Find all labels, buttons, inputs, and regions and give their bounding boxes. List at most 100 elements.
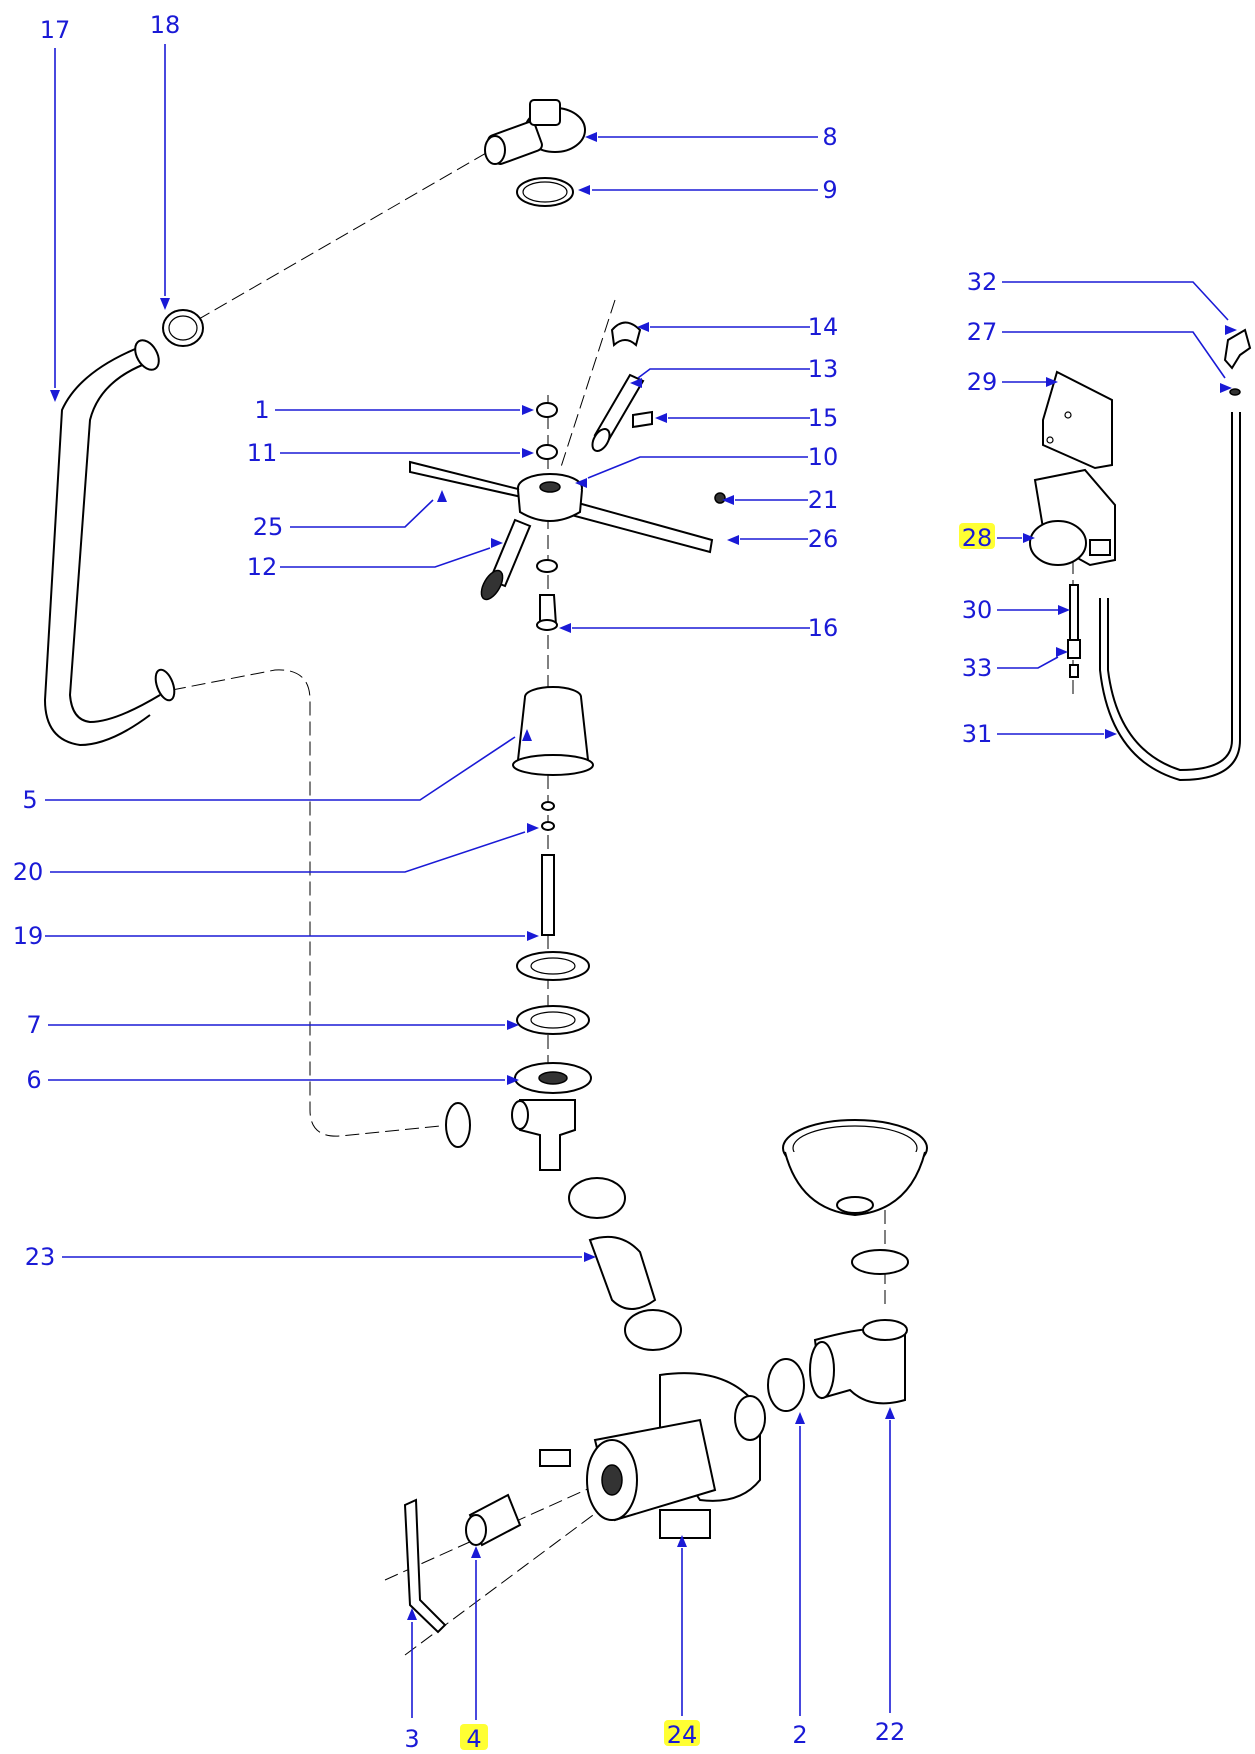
callout-label-10: 10 [808,443,839,471]
spray-arm-assembly [409,460,714,554]
leader-arrow-32 [1225,325,1237,335]
leader-arrow-23 [584,1252,596,1262]
callout-4-highlight [460,1724,488,1750]
callout-label-15: 15 [808,404,839,432]
part-15-clip [632,410,653,429]
leader-arrow-16 [559,623,571,633]
leader-arrow-17 [50,390,60,402]
callout-23: 23 [25,1243,596,1271]
callout-14: 14 [637,313,838,341]
callout-21: 21 [722,486,838,514]
leader-line-12 [280,547,491,568]
callout-label-23: 23 [25,1243,56,1271]
callout-label-31: 31 [962,720,993,748]
callout-label-18: 18 [150,11,181,39]
callout-label-22: 22 [875,1718,906,1746]
leader-arrow-22 [885,1407,895,1419]
leader-arrow-14 [637,322,649,332]
part-29-bracket [1042,370,1113,470]
leader-arrow-5 [522,729,532,741]
callout-label-14: 14 [808,313,839,341]
leader-arrow-9 [578,185,590,195]
callout-19: 19 [13,922,539,950]
part-14-clip [610,321,642,348]
callout-11: 11 [247,439,534,467]
part-3-bracket [403,1498,447,1634]
leader-arrow-18 [160,298,170,310]
sump-clamp [851,1249,909,1275]
leader-arrow-7 [507,1020,519,1030]
callout-label-9: 9 [822,176,837,204]
callout-13: 13 [630,355,838,388]
callout-24: 24 [667,1535,698,1749]
callout-label-28: 28 [962,524,993,552]
callout-28: 28 [962,524,1035,552]
parts-drawing [43,99,1252,1656]
leader-arrow-30 [1058,605,1070,615]
leader-arrow-27 [1220,383,1232,393]
callout-label-16: 16 [808,614,839,642]
leader-line-13 [637,368,810,379]
leader-arrow-10 [575,478,587,488]
callout-label-5: 5 [22,786,37,814]
part-20-washer [541,821,555,831]
callout-label-6: 6 [26,1066,41,1094]
callout-label-26: 26 [808,525,839,553]
part-13-nozzle [591,373,645,452]
part-21-screw [714,492,726,504]
part-8-valve [484,99,586,165]
callout-27: 27 [967,318,1232,393]
leader-arrow-20 [527,823,539,833]
callout-label-11: 11 [247,439,278,467]
leader-line-5 [45,736,516,801]
callout-25: 25 [253,490,447,541]
callout-20: 20 [13,823,539,886]
tee-connector [445,1099,576,1171]
part-12-nozzle [480,518,532,601]
part-33-nut [1067,639,1081,659]
leader-arrow-19 [527,931,539,941]
callout-26: 26 [727,525,838,553]
leader-arrow-1 [522,405,534,415]
callout-33: 33 [962,647,1068,682]
callout-label-29: 29 [967,368,998,396]
callout-2: 2 [792,1412,808,1749]
callout-label-20: 20 [13,858,44,886]
callout-9: 9 [578,176,838,204]
callout-12: 12 [247,538,503,581]
callout-7: 7 [26,1011,519,1039]
callout-label-30: 30 [962,596,993,624]
callout-label-12: 12 [247,553,278,581]
leader-line-10 [587,456,808,479]
leader-arrow-3 [407,1608,417,1620]
leader-line-33 [997,656,1059,669]
callout-15: 15 [655,404,838,432]
leader-arrow-25 [437,490,447,502]
callout-16: 16 [559,614,838,642]
callout-label-27: 27 [967,318,998,346]
part-28-valve [1029,468,1116,567]
callout-label-1: 1 [254,396,269,424]
leader-arrow-33 [1056,647,1068,657]
clamp-upper [568,1177,626,1219]
part-4-capacitor [465,1493,522,1547]
callout-30: 30 [962,596,1070,624]
callout-label-32: 32 [967,268,998,296]
leader-line-27 [1002,331,1226,379]
leader-arrow-2 [795,1412,805,1424]
part-31-tube [1099,412,1241,782]
callout-label-24: 24 [667,1721,698,1749]
leader-line-20 [50,831,526,873]
callout-1: 1 [254,396,534,424]
part-32-fitting [1223,328,1252,370]
leader-arrow-26 [727,535,739,545]
part-17-hose [43,339,176,747]
callout-6: 6 [26,1066,519,1094]
callout-5: 5 [22,729,532,814]
elbow-clamp [445,1102,471,1148]
part-11-washer [536,444,558,460]
leader-arrow-4 [471,1546,481,1558]
leader-arrow-13 [630,378,642,388]
